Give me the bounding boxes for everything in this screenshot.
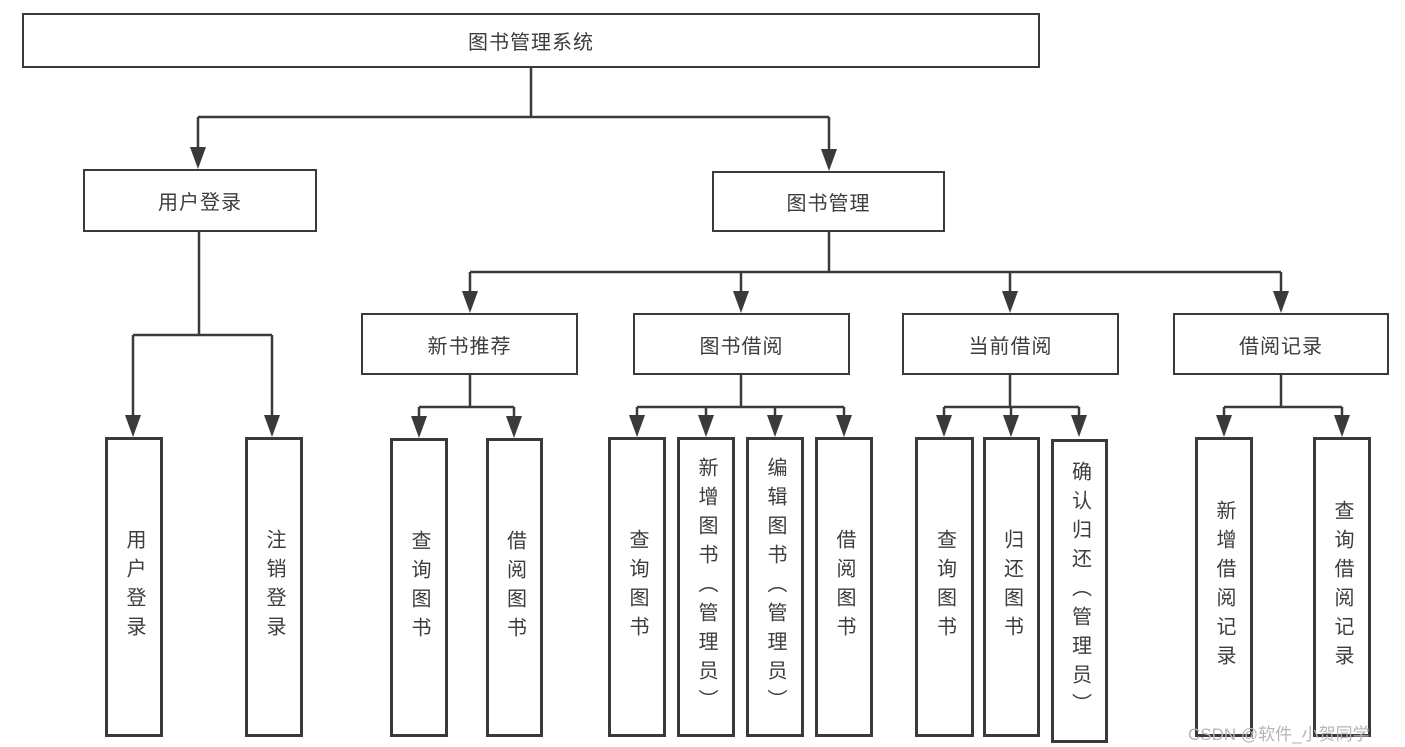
- leaf-logout: 注销登录: [245, 437, 303, 737]
- leaf-return-book: 归还图书: [983, 437, 1040, 737]
- node-current-borrowing: 当前借阅: [902, 313, 1119, 375]
- arrowhead: [1003, 415, 1019, 437]
- leaf-query-books-rec: 查询图书: [390, 438, 448, 737]
- arrowhead: [1334, 415, 1350, 437]
- node-label: 确认归还（管理员）: [1068, 460, 1091, 722]
- arrowhead: [1002, 291, 1018, 313]
- node-label: 查询图书: [933, 529, 956, 645]
- node-label: 注销登录: [263, 529, 285, 645]
- leaf-edit-book-admin: 编辑图书（管理员）: [746, 437, 804, 737]
- arrowhead: [125, 415, 141, 437]
- arrowhead: [264, 415, 280, 437]
- arrowhead: [190, 147, 206, 169]
- node-library-management-system: 图书管理系统: [22, 13, 1040, 68]
- leaf-add-book-admin: 新增图书（管理员）: [677, 437, 735, 737]
- edge-userlogin-to-leaves: [131, 232, 274, 418]
- node-label: 编辑图书（管理员）: [764, 456, 786, 718]
- node-label: 借阅图书: [833, 529, 855, 645]
- node-label: 归还图书: [1000, 529, 1023, 645]
- arrowhead: [629, 415, 645, 437]
- edge-newbookrec-to-leaves: [417, 375, 516, 419]
- leaf-query-books-borrow: 查询图书: [608, 437, 666, 737]
- arrowhead: [821, 149, 837, 171]
- node-label: 新书推荐: [427, 335, 512, 358]
- node-label: 查询图书: [408, 529, 430, 646]
- edge-borrowrecords-to-leaves: [1222, 375, 1344, 418]
- edge-root-to-level2: [196, 68, 831, 152]
- node-label: 借阅图书: [503, 529, 526, 646]
- leaf-add-borrow-record: 新增借阅记录: [1195, 437, 1253, 737]
- node-label: 查询借阅记录: [1331, 500, 1353, 674]
- arrowhead: [836, 415, 852, 437]
- node-label: 用户登录: [158, 192, 242, 214]
- node-label: 借阅记录: [1239, 335, 1323, 358]
- arrowhead: [733, 291, 749, 313]
- node-label: 当前借阅: [968, 335, 1053, 358]
- arrowhead: [411, 416, 427, 438]
- edge-bookborrow-to-leaves: [635, 375, 846, 418]
- node-book-management: 图书管理: [712, 171, 945, 232]
- leaf-user-login: 用户登录: [105, 437, 163, 737]
- node-borrowing-records: 借阅记录: [1173, 313, 1389, 375]
- node-label: 图书管理: [786, 193, 871, 215]
- arrowhead: [1071, 415, 1087, 437]
- arrowhead: [462, 291, 478, 313]
- node-label: 图书借阅: [699, 335, 784, 358]
- node-label: 新增图书（管理员）: [695, 456, 717, 718]
- watermark: CSDN @软件_小贺同学: [1188, 725, 1370, 744]
- arrowhead: [767, 415, 783, 437]
- node-new-book-recommendation: 新书推荐: [361, 313, 578, 375]
- node-user-login: 用户登录: [83, 169, 317, 232]
- edge-currentborrow-to-leaves: [942, 375, 1081, 418]
- node-label: 查询图书: [626, 529, 648, 645]
- node-label: 新增借阅记录: [1213, 500, 1235, 674]
- arrowhead: [506, 416, 522, 438]
- arrowhead: [1273, 291, 1289, 313]
- edge-bookmgmt-to-level3: [468, 232, 1283, 294]
- leaf-query-borrow-record: 查询借阅记录: [1313, 437, 1371, 737]
- arrowhead: [936, 415, 952, 437]
- arrowhead: [698, 415, 714, 437]
- node-label: 图书管理系统: [468, 32, 594, 54]
- node-label: 用户登录: [123, 529, 145, 645]
- leaf-confirm-return-admin: 确认归还（管理员）: [1051, 439, 1108, 743]
- leaf-borrow-books-rec: 借阅图书: [486, 438, 543, 737]
- arrowheads: [125, 147, 1350, 438]
- node-book-borrowing: 图书借阅: [633, 313, 850, 375]
- arrowhead: [1216, 415, 1232, 437]
- leaf-borrow-books-borrow: 借阅图书: [815, 437, 873, 737]
- leaf-query-books-current: 查询图书: [915, 437, 974, 737]
